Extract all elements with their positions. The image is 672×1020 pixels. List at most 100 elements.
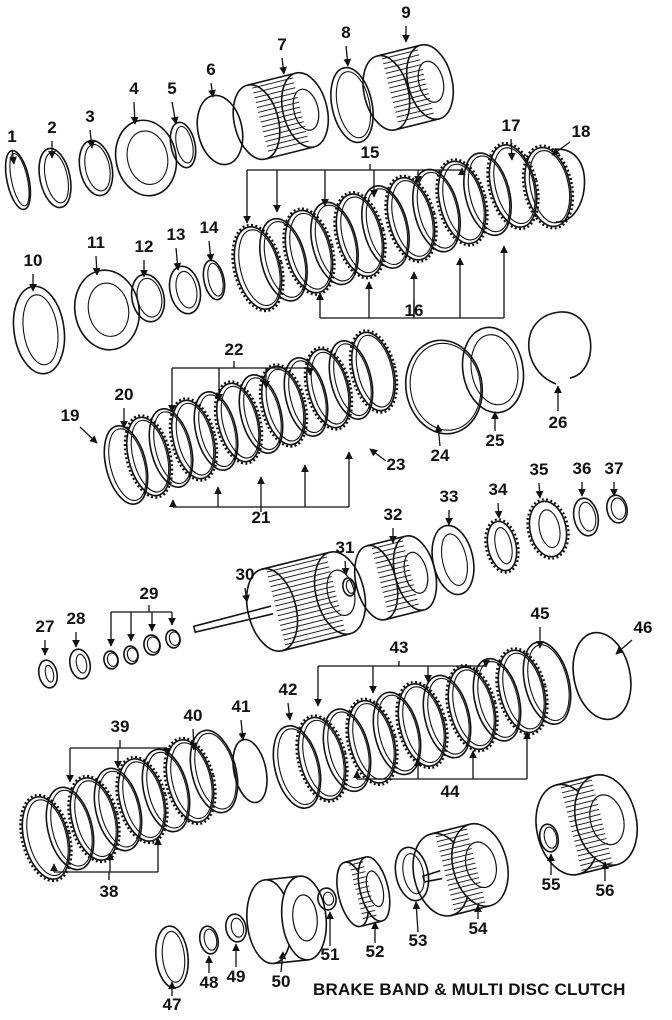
bracket-16 (316, 245, 508, 319)
callout-11: 11 (87, 233, 105, 252)
callout-34: 34 (489, 480, 508, 499)
part-row3-plate-4 (168, 397, 219, 482)
part-49-ring (224, 913, 248, 943)
callout-40: 40 (184, 706, 203, 725)
part-row3-plate-11 (328, 340, 374, 420)
callout-3: 3 (85, 107, 94, 126)
leader-7 (279, 57, 287, 75)
callout-22: 22 (225, 340, 244, 359)
part-48-ring (198, 925, 220, 955)
leader-3 (87, 129, 96, 149)
part-row3-plate-5 (193, 391, 239, 471)
part-27-washer (37, 659, 59, 689)
bracket-15 (243, 164, 466, 224)
leader-8 (343, 45, 352, 67)
callout-54: 54 (469, 919, 488, 938)
callout-37: 37 (605, 459, 624, 478)
part-lower-right-plate-3 (322, 708, 372, 793)
leader-41 (238, 719, 247, 741)
part-53-ring (394, 846, 430, 902)
leader-18 (551, 141, 571, 156)
part-8-ring (330, 66, 374, 144)
part-11-ring (73, 269, 141, 351)
part-10-ring (12, 285, 66, 375)
leader-31 (341, 560, 350, 576)
leader-13 (173, 247, 182, 271)
callout-47: 47 (163, 995, 182, 1014)
part-46-ring (572, 631, 632, 721)
leader-1 (9, 149, 17, 165)
callout-53: 53 (409, 931, 428, 950)
part-lower-left-plate-6 (141, 748, 191, 833)
callout-17: 17 (502, 116, 521, 135)
callout-10: 10 (24, 251, 43, 270)
part-18-snap-ring (549, 148, 586, 223)
bracket-29 (107, 605, 176, 647)
leader-6 (208, 82, 216, 98)
part-clutch-plate-9 (435, 158, 489, 247)
part-36-ring (572, 497, 600, 537)
part-clutch-plate-6 (361, 185, 410, 269)
callout-42: 42 (279, 680, 298, 699)
part-54-drum (412, 822, 509, 917)
leader-46 (615, 639, 633, 655)
part-lower-left-plate-8 (189, 729, 239, 814)
callout-26: 26 (549, 413, 568, 432)
part-lower-right-plate-2 (295, 714, 349, 803)
part-51-washer (317, 887, 337, 911)
callout-38: 38 (100, 882, 119, 901)
callout-18: 18 (572, 122, 591, 141)
part-row3-plate-2 (123, 414, 174, 499)
callout-33: 33 (440, 487, 459, 506)
part-26-snap-ring (527, 311, 592, 385)
callout-7: 7 (277, 35, 286, 54)
part-clutch-plate-10 (463, 152, 512, 237)
part-clutch-plate-1 (231, 223, 285, 313)
part-row3-plate-9 (283, 357, 329, 437)
part-13-ring (168, 265, 202, 315)
callout-16: 16 (405, 301, 424, 320)
callout-19: 19 (61, 406, 80, 425)
callout-29: 29 (140, 584, 159, 603)
part-lower-right-plate-4 (345, 697, 399, 786)
part-52-hub (336, 856, 391, 928)
part-lower-right-plate-10 (495, 647, 549, 736)
callout-1: 1 (7, 127, 16, 146)
part-lower-right-plate-1 (272, 725, 322, 809)
leader-53 (412, 901, 421, 933)
part-lower-right-plate-7 (422, 674, 472, 759)
part-31-ring (342, 577, 356, 597)
callout-15: 15 (361, 143, 380, 162)
callout-14: 14 (200, 218, 219, 237)
bracket-22 (168, 361, 314, 413)
leader-19 (79, 426, 98, 444)
leader-50 (278, 951, 287, 973)
part-55-ring (538, 823, 560, 853)
leader-42 (285, 702, 294, 721)
part-lower-left-plate-7 (163, 736, 217, 826)
callout-56: 56 (596, 881, 615, 900)
callout-45: 45 (531, 604, 550, 623)
part-lower-right-plate-6 (395, 680, 449, 770)
part-lower-left-plate-5 (115, 755, 169, 845)
callout-49: 49 (227, 967, 246, 986)
part-32-gear (353, 535, 438, 621)
callout-46: 46 (634, 618, 653, 637)
part-row3-plate-12 (348, 329, 399, 414)
callout-30: 30 (236, 565, 255, 584)
callout-32: 32 (384, 505, 403, 524)
diagram-caption: BRAKE BAND & MULTI DISC CLUTCH (313, 980, 626, 999)
callout-4: 4 (129, 79, 139, 98)
part-clutch-plate-7 (384, 174, 438, 263)
callout-2: 2 (47, 118, 56, 137)
part-29c-ring (143, 634, 161, 656)
callout-24: 24 (431, 446, 450, 465)
part-28-washer (68, 648, 92, 680)
leader-34 (494, 502, 503, 519)
part-2-ring (38, 147, 72, 209)
leader-40 (189, 728, 198, 751)
part-5-ring (169, 121, 197, 169)
callout-21: 21 (252, 508, 271, 527)
part-6-ring (196, 94, 244, 166)
bracket-44 (353, 731, 531, 780)
